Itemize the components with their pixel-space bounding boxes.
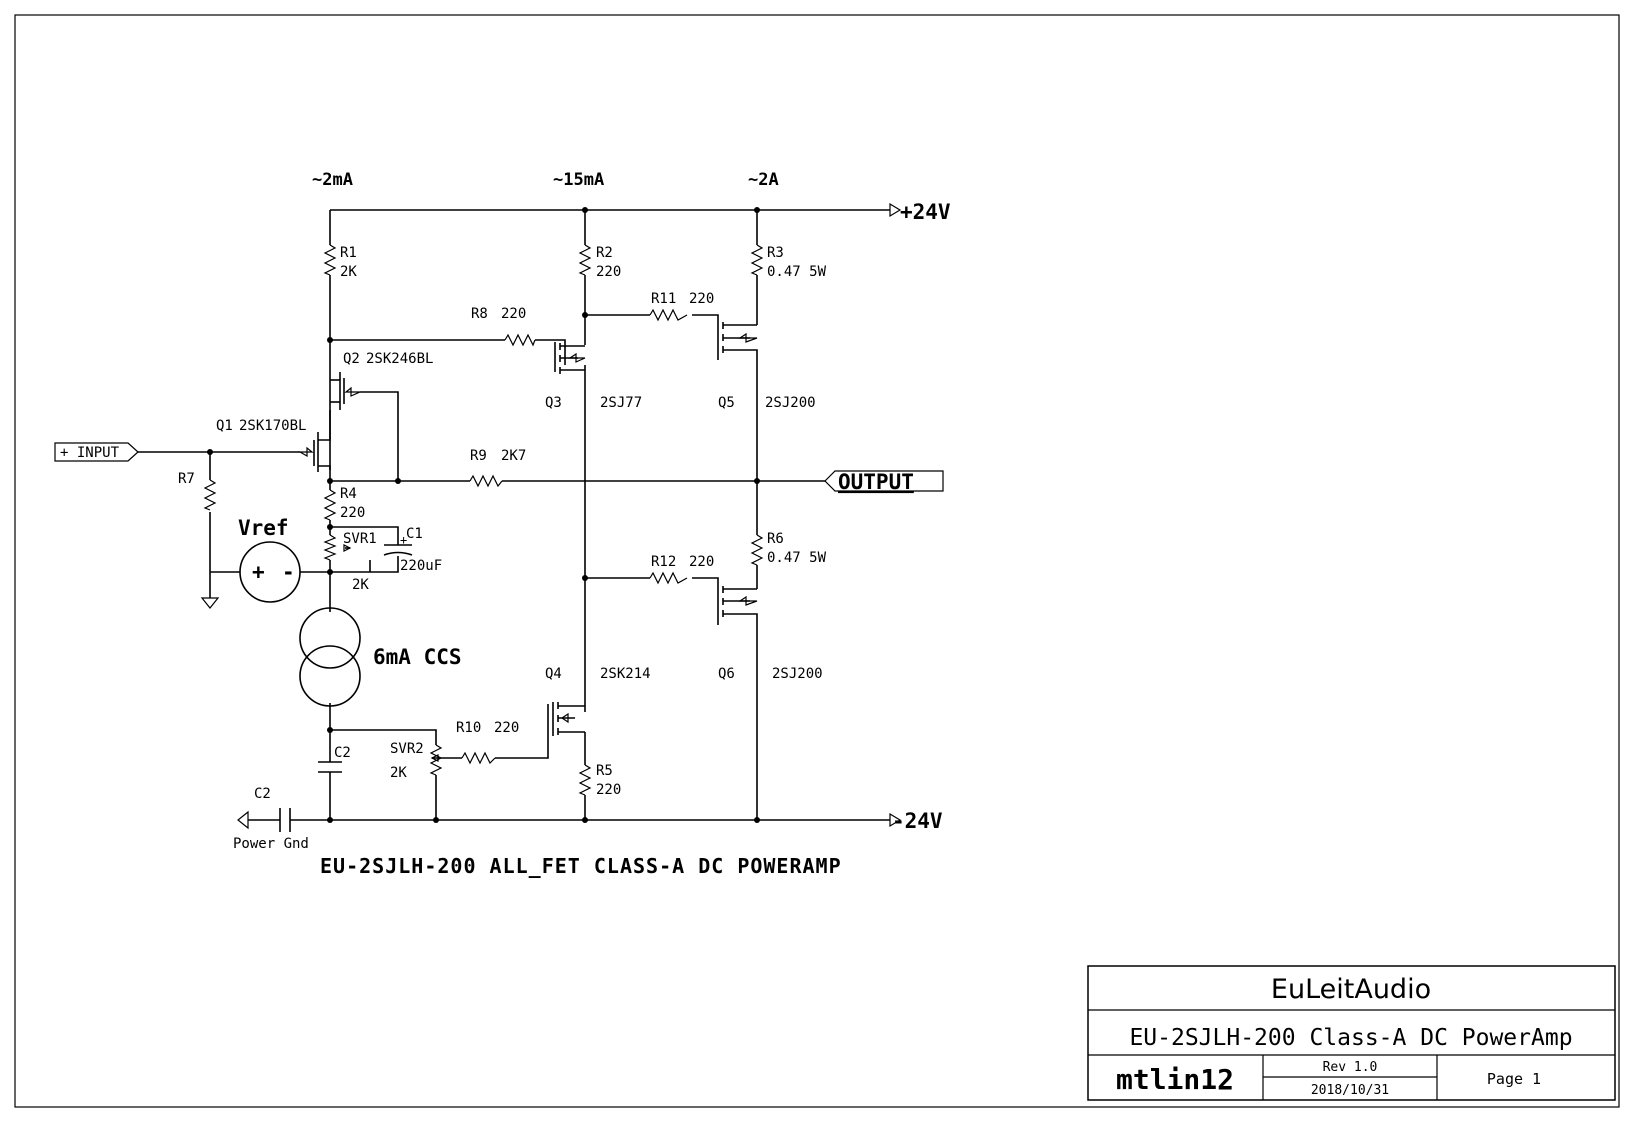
r10-value: 220 — [494, 720, 519, 736]
ccs-source — [299, 607, 361, 707]
vref-minus: - — [282, 560, 295, 584]
negative-rail-label: -24V — [892, 809, 943, 833]
q5-part: 2SJ200 — [765, 395, 816, 411]
ccs-label: 6mA CCS — [373, 645, 462, 669]
input-port[interactable]: + INPUT — [54, 442, 139, 462]
r1-ref: R1 — [340, 245, 357, 261]
resistor-symbols — [203, 244, 764, 796]
title-block-company: EuLeitAudio — [1271, 974, 1431, 1005]
r7-ref: R7 — [178, 471, 195, 487]
ground-symbol — [200, 597, 220, 609]
svr2-value: 2K — [390, 765, 407, 781]
q1-symbol — [297, 410, 331, 472]
r4-ref: R4 — [340, 486, 357, 502]
q6-ref: Q6 — [718, 666, 735, 682]
c2-horizontal-ref: C2 — [254, 786, 271, 802]
r11-value: 220 — [689, 291, 714, 307]
c1-symbol: + — [383, 533, 413, 556]
power-gnd-symbol — [237, 810, 249, 830]
r3-symbol — [750, 244, 764, 276]
current-label-branch2: ~15mA — [553, 170, 604, 190]
r10-symbol — [461, 751, 496, 765]
r4-symbol — [323, 489, 337, 521]
c2-horizontal-symbol — [279, 808, 291, 832]
r2-value: 220 — [596, 264, 621, 280]
positive-rail-label: +24V — [900, 200, 951, 224]
r9-value: 2K7 — [501, 448, 526, 464]
c2-vertical-symbol — [318, 761, 342, 773]
r1-symbol — [323, 244, 337, 276]
q4-ref: Q4 — [545, 666, 562, 682]
q4-part: 2SK214 — [600, 666, 651, 682]
title-block-author: mtlin12 — [1116, 1063, 1234, 1096]
r8-ref: R8 — [471, 306, 488, 322]
c2-vertical-ref: C2 — [334, 745, 351, 761]
rail-arrows — [889, 202, 902, 828]
svr1-ref: SVR1 — [343, 531, 377, 547]
q1-ref: Q1 — [216, 418, 233, 434]
sheet-border — [14, 14, 1620, 1108]
r11-ref: R11 — [651, 291, 676, 307]
output-port-label: OUTPUT — [838, 470, 914, 494]
r10-ref: R10 — [456, 720, 481, 736]
r2-symbol — [578, 244, 592, 276]
svr1-symbol — [323, 534, 337, 561]
output-port[interactable]: OUTPUT — [824, 470, 944, 494]
vref-source: + - — [239, 541, 301, 603]
vref-label: Vref — [238, 516, 289, 540]
q3-part: 2SJ77 — [600, 395, 642, 411]
r11-symbol — [649, 308, 688, 322]
q6-symbol — [717, 583, 758, 625]
q3-ref: Q3 — [545, 395, 562, 411]
r9-symbol — [469, 474, 503, 488]
svr1-value: 2K — [352, 577, 369, 593]
svr2-ref: SVR2 — [390, 741, 424, 757]
r5-ref: R5 — [596, 763, 613, 779]
q3-symbol — [554, 342, 586, 374]
r12-symbol — [649, 571, 688, 585]
q1-part: 2SK170BL — [239, 418, 306, 434]
r6-ref: R6 — [767, 531, 784, 547]
current-label-branch3: ~2A — [748, 170, 779, 190]
vref-plus: + — [252, 560, 265, 584]
r8-symbol — [504, 333, 536, 347]
r12-value: 220 — [689, 554, 714, 570]
r6-value: 0.47 5W — [767, 550, 827, 566]
c1-value: 220uF — [400, 558, 442, 574]
title-block-project: EU-2SJLH-200 Class-A DC PowerAmp — [1129, 1025, 1572, 1051]
svg-text:+: + — [400, 533, 407, 547]
r8-value: 220 — [501, 306, 526, 322]
title-block-date: 2018/10/31 — [1311, 1083, 1389, 1098]
labels: ~2mA ~15mA ~2A +24V -24V R1 2K R2 220 R3… — [178, 170, 951, 878]
r3-ref: R3 — [767, 245, 784, 261]
q5-ref: Q5 — [718, 395, 735, 411]
q2-symbol — [330, 372, 361, 410]
r5-value: 220 — [596, 782, 621, 798]
q6-part: 2SJ200 — [772, 666, 823, 682]
r2-ref: R2 — [596, 245, 613, 261]
schematic-title: EU-2SJLH-200 ALL_FET CLASS-A DC POWERAMP — [320, 854, 842, 878]
r9-ref: R9 — [470, 448, 487, 464]
junction-dots — [207, 207, 760, 823]
r5-symbol — [578, 764, 592, 796]
r1-value: 2K — [340, 264, 357, 280]
power-gnd-label: Power Gnd — [233, 836, 309, 852]
r7-symbol — [203, 479, 217, 511]
r3-value: 0.47 5W — [767, 264, 827, 280]
q4-symbol — [547, 702, 585, 736]
title-block-revision: Rev 1.0 — [1323, 1060, 1378, 1075]
r4-value: 220 — [340, 505, 365, 521]
title-block-page: Page 1 — [1487, 1070, 1541, 1088]
q5-symbol — [717, 320, 758, 360]
title-block: EuLeitAudio EU-2SJLH-200 Class-A DC Powe… — [1087, 965, 1616, 1101]
input-port-label: + INPUT — [60, 445, 120, 461]
q2-part: 2SK246BL — [366, 351, 433, 367]
r12-ref: R12 — [651, 554, 676, 570]
r6-symbol — [750, 534, 764, 566]
q2-ref: Q2 — [343, 351, 360, 367]
current-label-branch1: ~2mA — [312, 170, 353, 190]
c1-ref: C1 — [406, 526, 423, 542]
